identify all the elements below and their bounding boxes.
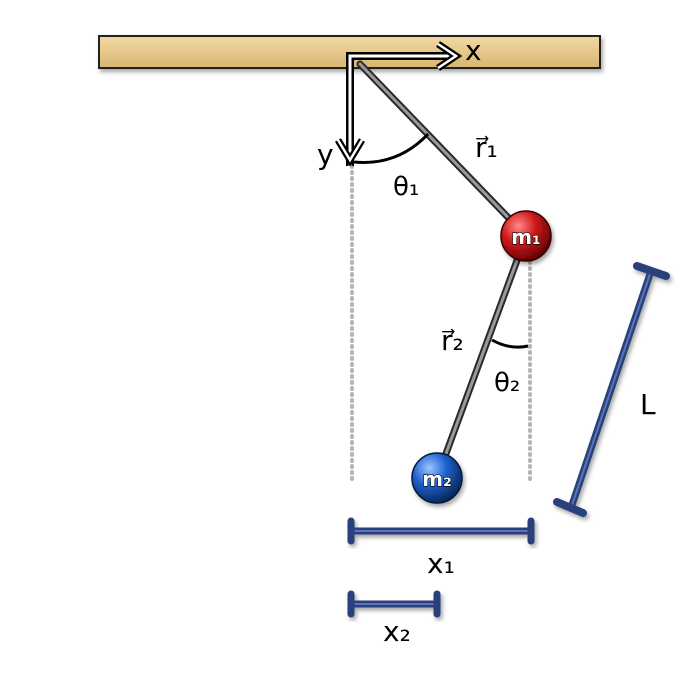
mass-2-label: m₂ bbox=[422, 467, 452, 491]
x2-label: x₂ bbox=[383, 615, 411, 648]
rod-1 bbox=[356, 60, 530, 240]
x1-dimension-bar bbox=[347, 517, 535, 545]
rod-2 bbox=[433, 232, 530, 482]
theta2-label: θ₂ bbox=[494, 368, 520, 398]
length-label: L bbox=[640, 388, 656, 421]
theta1-label: θ₁ bbox=[393, 172, 419, 202]
y-axis-label: y bbox=[317, 138, 334, 171]
mass-1-label: m₁ bbox=[511, 225, 541, 249]
x2-dimension-bar bbox=[347, 590, 441, 618]
r2-label: r⃗₂ bbox=[441, 324, 464, 357]
x-axis-label: x bbox=[465, 34, 482, 67]
mass-1: m₁ bbox=[500, 210, 552, 262]
length-dimension-bar bbox=[553, 262, 670, 517]
axes bbox=[334, 41, 463, 167]
theta2-arc bbox=[491, 338, 529, 349]
mass-2: m₂ bbox=[411, 452, 463, 504]
r1-label: r⃗₁ bbox=[475, 131, 498, 164]
theta1-arc bbox=[353, 132, 430, 164]
x1-label: x₁ bbox=[427, 547, 455, 580]
